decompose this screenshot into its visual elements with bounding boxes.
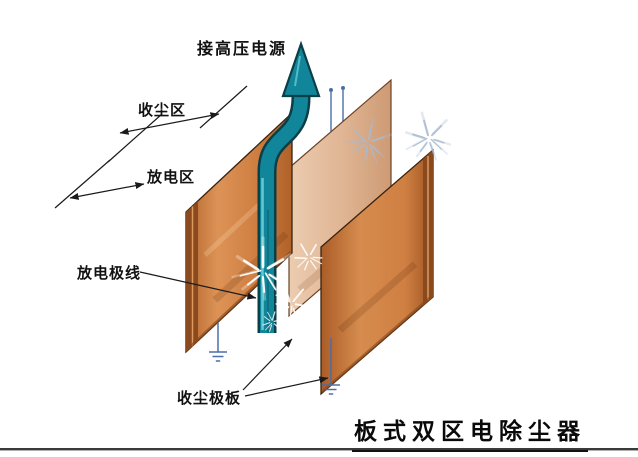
label-collection-plate: 收尘极板 (177, 390, 242, 407)
ground-icon (322, 338, 340, 395)
leader-lines (139, 271, 329, 397)
dimension-arrow-icon (69, 182, 145, 200)
label-power-supply: 接高压电源 (197, 41, 288, 58)
label-discharge-wire: 放电极线 (77, 265, 142, 282)
label-collection-zone: 收尘区 (138, 102, 187, 119)
dimension-tick (107, 113, 163, 163)
right-collection-plate (320, 148, 434, 396)
dimension-arrow-icon (119, 112, 220, 135)
label-discharge-zone: 放电区 (147, 169, 196, 186)
leader-collection-plate-1 (242, 338, 293, 391)
dimension-lines (54, 85, 248, 209)
bottom-border-line (0, 448, 638, 451)
dimension-tick (199, 85, 248, 129)
ground-icon (209, 323, 227, 362)
leader-discharge-wire (139, 271, 257, 300)
spark-icon (406, 115, 449, 160)
dimension-tick (54, 159, 111, 209)
discharge-wires-top (329, 86, 345, 133)
diagram-title: 板式双区电除尘器 (352, 412, 588, 452)
ground-connections (209, 323, 340, 395)
leader-collection-plate-2 (244, 376, 329, 397)
